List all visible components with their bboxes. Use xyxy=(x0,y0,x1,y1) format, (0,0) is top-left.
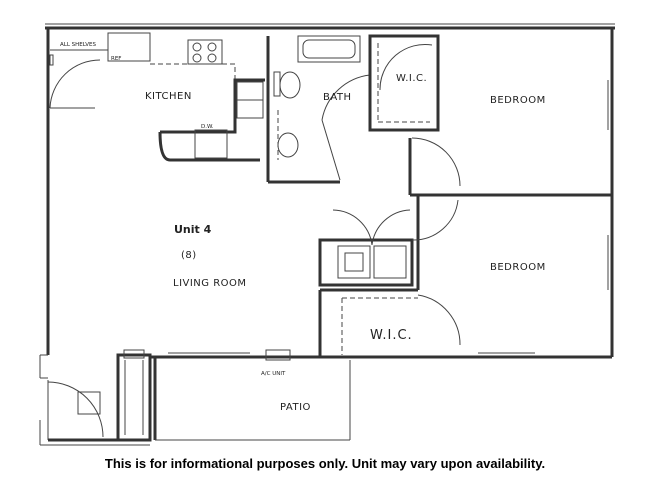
bedroom-2-label: BEDROOM xyxy=(490,262,546,273)
floor-plan: KITCHEN BATH BEDROOM BEDROOM W.I.C. W.I.… xyxy=(39,23,615,446)
wic-top xyxy=(368,34,440,132)
patio-label: PATIO xyxy=(280,402,311,413)
entry-door xyxy=(39,380,150,446)
exterior-walls xyxy=(39,23,615,379)
patio-area xyxy=(153,349,351,441)
bedroom-2-door xyxy=(411,199,459,241)
bedroom-1-label: BEDROOM xyxy=(490,95,546,106)
bath-label: BATH xyxy=(323,92,352,103)
bath-fixtures xyxy=(266,35,372,184)
ac-unit-label: A/C UNIT xyxy=(261,371,286,377)
unit-number: (8) xyxy=(181,250,197,261)
wic-top-label: W.I.C. xyxy=(396,73,427,84)
laundry-closet xyxy=(318,209,414,287)
kitchen-label: KITCHEN xyxy=(145,91,192,102)
disclaimer-text: This is for informational purposes only.… xyxy=(104,456,546,471)
dishwasher-label: D.W. xyxy=(201,124,214,130)
living-room-label: LIVING ROOM xyxy=(173,278,247,289)
wic-bottom xyxy=(318,195,461,357)
entry-closet xyxy=(116,349,152,442)
ref-label: REF xyxy=(111,56,121,62)
wic-bottom-label: W.I.C. xyxy=(370,328,413,343)
unit-name: Unit 4 xyxy=(174,223,212,236)
bedroom-1-door xyxy=(408,137,612,197)
shelves-label: ALL SHELVES xyxy=(60,42,96,48)
kitchen-fixtures xyxy=(49,32,265,162)
